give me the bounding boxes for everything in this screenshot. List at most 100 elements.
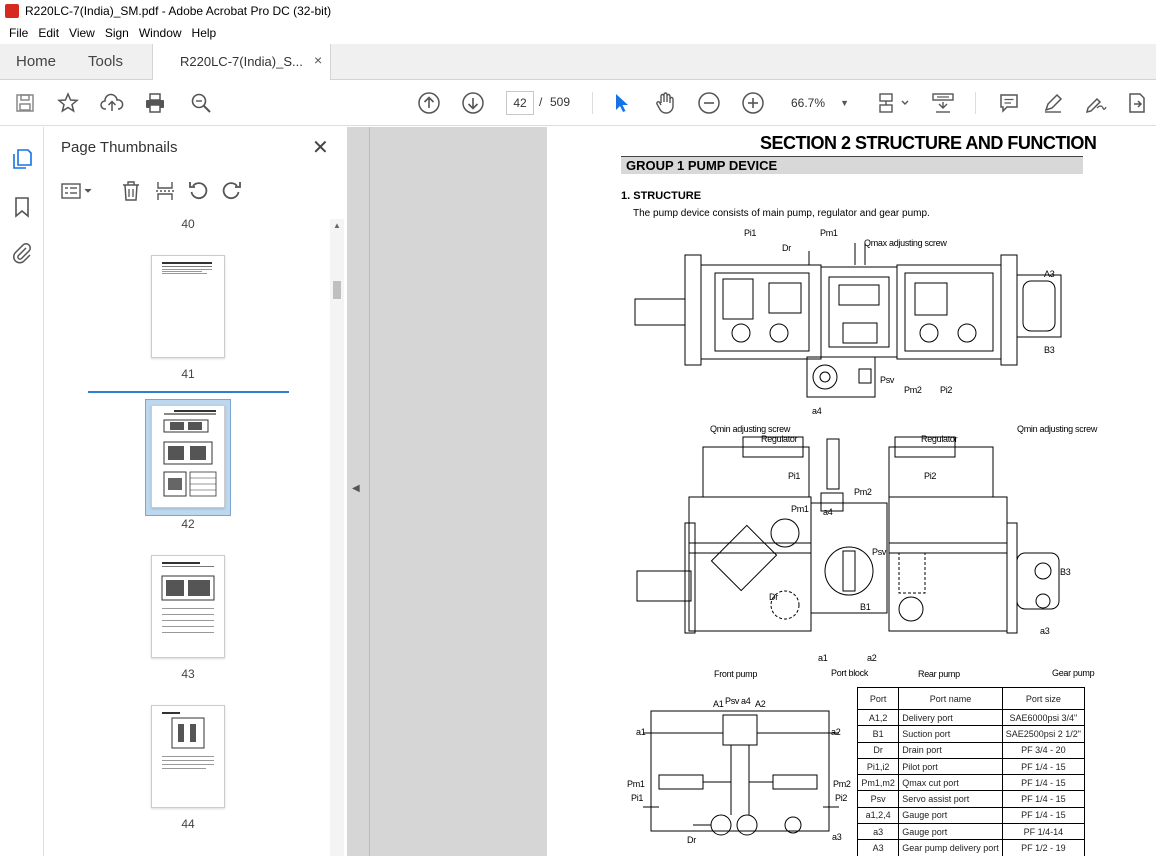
diagram-label: Pm1	[627, 779, 645, 789]
diagram-label: Pm2	[833, 779, 851, 789]
diagram-label: Pm2	[854, 487, 872, 497]
zoom-in-icon[interactable]	[740, 90, 766, 116]
diagram-label: Psv	[872, 547, 887, 557]
collapse-panel-icon[interactable]: ◀	[352, 483, 360, 494]
structure-text: The pump device consists of main pump, r…	[633, 208, 930, 219]
save-icon[interactable]	[12, 90, 38, 116]
group-title: GROUP 1 PUMP DEVICE	[626, 158, 778, 173]
diagram-label: a3	[1040, 626, 1050, 636]
extract-pages-icon[interactable]	[153, 179, 177, 203]
bookmark-star-icon[interactable]	[55, 90, 81, 116]
rotate-counterclockwise-icon[interactable]	[186, 179, 210, 203]
more-tools-icon[interactable]	[1124, 90, 1150, 116]
zoom-level-select[interactable]: 66.7% ▼	[785, 91, 855, 115]
table-cell: Gauge port	[898, 806, 1003, 825]
chevron-down-icon: ▼	[840, 98, 849, 108]
diagram-label: Dr	[769, 592, 778, 602]
table-row: Pi1,i2 Pilot port PF 1/4 - 15	[856, 757, 1086, 776]
scrollbar-thumb[interactable]	[333, 281, 341, 299]
diagram-label: Qmax adjusting screw	[864, 238, 947, 248]
highlight-pen-icon[interactable]	[1040, 90, 1066, 116]
diagram-label: Dr	[687, 835, 696, 845]
sign-icon[interactable]	[1083, 90, 1109, 116]
diagram-label: a4	[823, 507, 833, 517]
zoom-out-icon[interactable]	[696, 90, 722, 116]
comment-icon[interactable]	[996, 90, 1022, 116]
hand-tool-icon[interactable]	[652, 90, 678, 116]
previous-page-icon[interactable]	[416, 90, 442, 116]
table-header-row: Port Port name Port size	[856, 687, 1086, 710]
delete-page-icon[interactable]	[119, 179, 143, 203]
menu-edit[interactable]: Edit	[38, 26, 60, 40]
rotate-clockwise-icon[interactable]	[220, 179, 244, 203]
print-icon[interactable]	[142, 90, 168, 116]
page-display-icon[interactable]	[876, 90, 912, 116]
table-header-cell: Port name	[898, 687, 1003, 710]
scroll-up-icon[interactable]: ▲	[333, 221, 341, 230]
title-bar: R220LC-7(India)_SM.pdf - Adobe Acrobat P…	[0, 0, 1156, 22]
table-cell: PF 1/4 - 15	[1001, 757, 1086, 776]
table-cell: SAE6000psi 3/4"	[1001, 708, 1086, 727]
table-row: a3 Gauge port PF 1/4-14	[856, 823, 1086, 841]
diagram-label: Psv	[880, 375, 895, 385]
page-thumbnails-icon[interactable]	[10, 147, 34, 171]
thumbnail-page-41[interactable]	[151, 255, 225, 358]
panel-title: Page Thumbnails	[61, 139, 178, 156]
toolbar: 42 / 509 66.7% ▼	[0, 80, 1156, 126]
page-separator: /	[539, 95, 543, 109]
close-icon[interactable]: ✕	[312, 137, 329, 159]
table-cell: SAE2500psi 2 1/2"	[1001, 725, 1086, 743]
diagram-label: Psv	[725, 696, 740, 706]
menu-help[interactable]: Help	[191, 26, 217, 40]
menu-file[interactable]: File	[9, 26, 29, 40]
toolbar-divider	[592, 92, 593, 114]
table-row: Dr Drain port PF 3/4 - 20	[856, 741, 1086, 759]
tab-close-icon[interactable]: ×	[314, 52, 323, 68]
bookmarks-icon[interactable]	[10, 195, 34, 219]
diagram-label: Pi2	[940, 385, 953, 395]
table-cell: A1,2	[856, 708, 900, 727]
menu-view[interactable]: View	[69, 26, 95, 40]
diagram-label: a2	[867, 653, 877, 663]
tab-document[interactable]: R220LC-7(India)_S... ×	[152, 44, 331, 80]
diagram-label: a4	[812, 406, 822, 416]
diagram-label: Dr	[782, 243, 791, 253]
diagram-label: a3	[832, 832, 842, 842]
thumbnail-page-number: 43	[181, 667, 195, 681]
table-cell: PF 1/4 - 15	[1001, 790, 1086, 808]
table-cell: a3	[856, 823, 900, 841]
options-menu-icon[interactable]	[60, 179, 94, 203]
scroll-mode-icon[interactable]	[930, 90, 956, 116]
next-page-icon[interactable]	[460, 90, 486, 116]
left-rail	[0, 127, 44, 856]
zoom-search-icon[interactable]	[188, 90, 214, 116]
attachments-icon[interactable]	[10, 241, 34, 265]
diagram-label: A2	[755, 699, 766, 709]
thumbnail-list: 40 41	[44, 213, 330, 856]
table-cell: Qmax cut port	[898, 774, 1003, 792]
thumbnails-panel: Page Thumbnails ✕ 40 41	[44, 127, 347, 856]
table-cell: Dr	[856, 741, 900, 759]
thumbnail-page-43[interactable]	[151, 555, 225, 658]
menu-sign[interactable]: Sign	[104, 26, 129, 40]
table-row: a1,2,4 Gauge port PF 1/4 - 15	[856, 806, 1086, 825]
table-header-cell: Port	[856, 687, 900, 710]
tab-home[interactable]: Home	[16, 53, 57, 70]
page-number-input[interactable]: 42	[506, 91, 534, 115]
toolbar-divider	[975, 92, 976, 114]
menu-window[interactable]: Window	[138, 26, 182, 40]
table-row: B1 Suction port SAE2500psi 2 1/2"	[856, 725, 1086, 743]
diagram-label: Pm1	[820, 228, 838, 238]
pump-top-view-drawing	[634, 243, 1062, 398]
thumbnail-page-44[interactable]	[151, 705, 225, 808]
thumbnail-scrollbar[interactable]: ▲	[330, 219, 344, 856]
structure-heading: 1. STRUCTURE	[621, 190, 702, 202]
upload-cloud-icon[interactable]	[99, 90, 125, 116]
group-heading-bar: GROUP 1 PUMP DEVICE	[621, 156, 1083, 174]
tab-tools[interactable]: Tools	[88, 53, 124, 70]
thumbnail-page-42[interactable]	[151, 405, 225, 508]
select-cursor-icon[interactable]	[608, 90, 634, 116]
table-cell: a1,2,4	[856, 806, 900, 825]
diagram-label: Pi2	[835, 793, 848, 803]
section-title: SECTION 2 STRUCTURE AND FUNCTION	[760, 133, 1097, 153]
